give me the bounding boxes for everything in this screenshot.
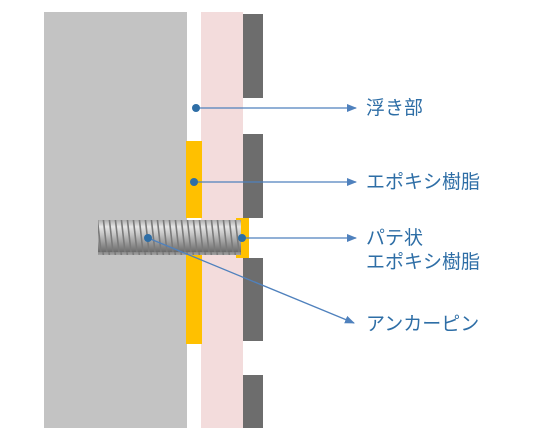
tile-3: [243, 258, 263, 341]
label-putty-epoxy: パテ状 エポキシ樹脂: [366, 226, 480, 274]
label-epoxy: エポキシ樹脂: [366, 171, 481, 193]
leader-dot-epoxy: [190, 178, 198, 186]
leader-anchor-pin: [147, 237, 355, 324]
leader-dot-floating: [192, 104, 200, 112]
tile-4: [243, 375, 263, 428]
tile-2: [243, 134, 263, 218]
leader-dot-putty: [238, 234, 246, 242]
epoxy-fill-lower: [186, 252, 202, 344]
anchor-pin: [98, 220, 241, 255]
leader-dot-anchor-pin: [144, 234, 152, 242]
label-floating: 浮き部: [366, 97, 424, 119]
tile-1: [243, 14, 263, 98]
label-putty-line2: エポキシ樹脂: [366, 251, 481, 273]
label-anchor-pin: アンカーピン: [366, 313, 480, 335]
label-putty-line1: パテ状: [366, 227, 424, 249]
